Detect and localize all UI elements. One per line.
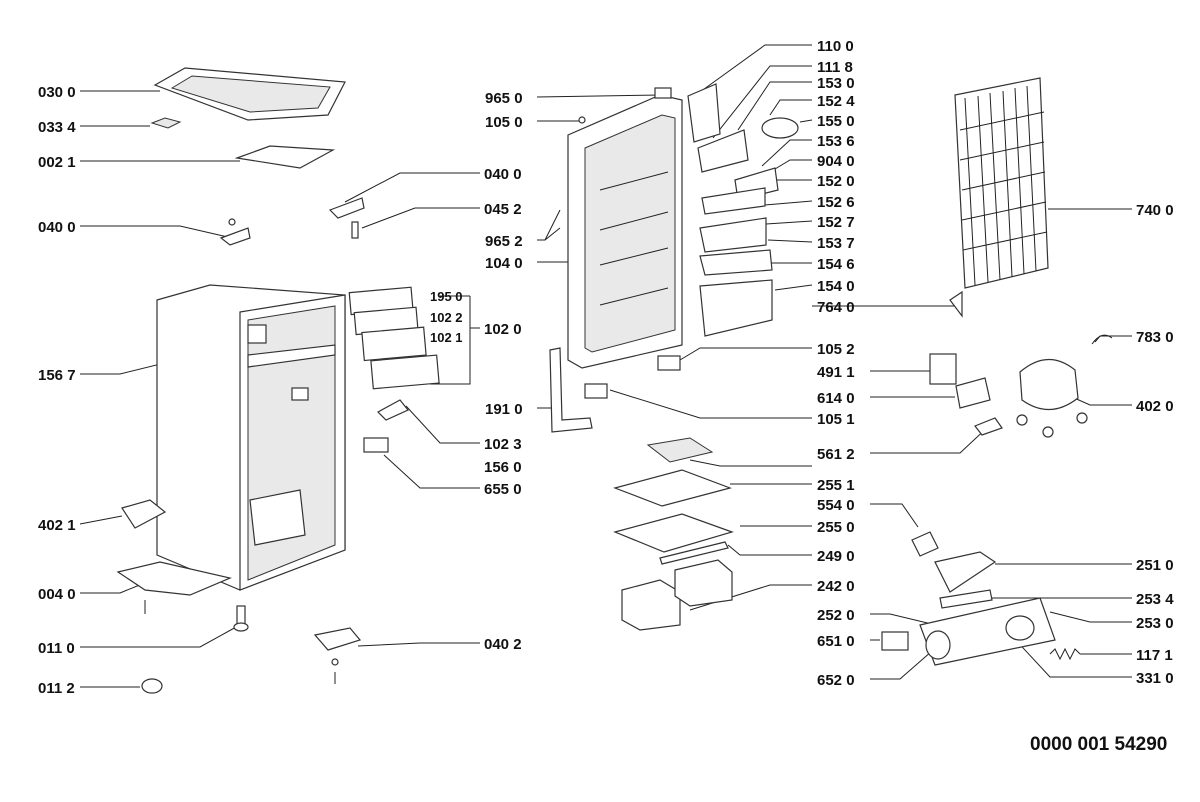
part-label: 040 0	[38, 219, 76, 236]
part-label: 105 1	[817, 411, 855, 428]
part-label: 110 0	[817, 38, 854, 55]
part-label: 153 6	[817, 133, 855, 150]
part-label: 491 1	[817, 364, 855, 381]
part-label: 152 6	[817, 194, 855, 211]
part-label: 651 0	[817, 633, 855, 650]
part-label: 152 7	[817, 214, 855, 231]
part-label: 249 0	[817, 548, 855, 565]
part-label: 156 7	[38, 367, 76, 384]
part-label: 614 0	[817, 390, 855, 407]
door-parts	[549, 83, 963, 433]
part-label: 652 0	[817, 672, 855, 689]
part-label: 004 0	[38, 586, 76, 603]
part-label: 102 1	[430, 330, 463, 345]
part-label: 102 3	[484, 436, 522, 453]
part-label: 655 0	[484, 481, 522, 498]
part-label: 152 0	[817, 173, 855, 190]
part-label: 561 2	[817, 446, 855, 463]
part-label: 195 0	[430, 289, 463, 304]
part-label: 104 0	[485, 255, 523, 272]
part-label: 152 4	[817, 93, 855, 110]
part-label: 105 2	[817, 341, 855, 358]
part-label: 740 0	[1136, 202, 1174, 219]
part-label: 153 0	[817, 75, 855, 92]
part-label: 153 7	[817, 235, 855, 252]
part-label: 255 0	[817, 519, 855, 536]
part-label: 965 0	[485, 90, 523, 107]
document-number: 0000 001 54290	[1030, 734, 1167, 755]
part-label: 002 1	[38, 154, 76, 171]
part-label: 045 2	[484, 201, 522, 218]
cabinet-parts	[116, 67, 440, 694]
shelf-parts	[613, 437, 734, 631]
part-label: 033 4	[38, 119, 76, 136]
part-label: 253 0	[1136, 615, 1174, 632]
part-label: 904 0	[817, 153, 855, 170]
part-label: 011 0	[38, 640, 75, 657]
part-label: 554 0	[817, 497, 855, 514]
leader-lines	[79, 44, 1132, 688]
part-label: 242 0	[817, 578, 855, 595]
part-label: 105 0	[485, 114, 523, 131]
part-label: 102 2	[430, 310, 463, 325]
part-label: 253 4	[1136, 591, 1174, 608]
part-label: 040 0	[484, 166, 522, 183]
part-label: 255 1	[817, 477, 855, 494]
part-label: 251 0	[1136, 557, 1174, 574]
part-label: 102 0	[484, 321, 522, 338]
part-label: 111 8	[817, 59, 853, 76]
part-label: 040 2	[484, 636, 522, 653]
part-label: 117 1	[1136, 647, 1173, 664]
part-label: 764 0	[817, 299, 855, 316]
part-label: 965 2	[485, 233, 523, 250]
part-label: 402 1	[38, 517, 76, 534]
part-label: 252 0	[817, 607, 855, 624]
part-label: 154 0	[817, 278, 855, 295]
cooling-parts	[929, 77, 1113, 438]
part-label: 783 0	[1136, 329, 1174, 346]
part-label: 011 2	[38, 680, 75, 697]
part-labels: 030 0 033 4 002 1 040 0 156 7 402 1 004 …	[38, 38, 1174, 697]
part-label: 402 0	[1136, 398, 1174, 415]
thermostat-parts	[881, 531, 1081, 666]
part-label: 331 0	[1136, 670, 1174, 687]
part-label: 156 0	[484, 459, 522, 476]
part-label: 030 0	[38, 84, 76, 101]
part-label: 154 6	[817, 256, 855, 273]
part-label: 191 0	[485, 401, 523, 418]
part-label: 155 0	[817, 113, 855, 130]
